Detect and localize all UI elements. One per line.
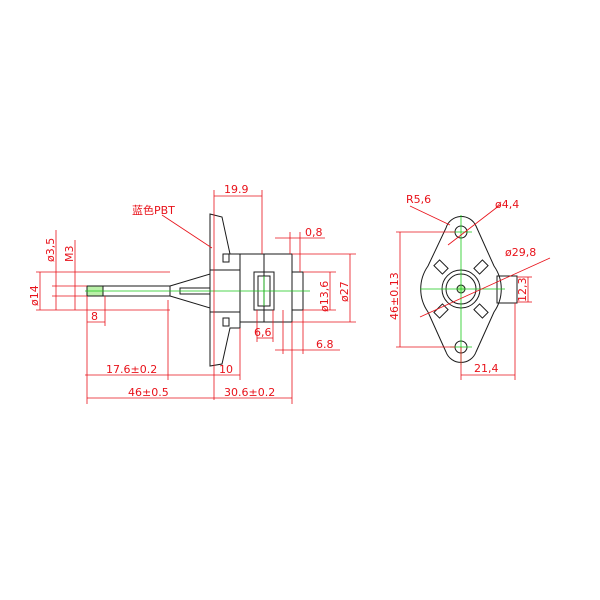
- dim-10: 10: [219, 363, 233, 376]
- dim-46-013: 46±0.13: [388, 272, 401, 320]
- dim-phi4-4: ø4,4: [495, 198, 519, 211]
- dim-phi3-5: ø3,5: [44, 238, 57, 262]
- front-view: 46±0.13 12,3 21,4 R5,6 ø4,4 ø29,8: [388, 193, 551, 380]
- dim-30-6: 30.6±0.2: [224, 386, 275, 399]
- flange-outline: [420, 216, 502, 363]
- dim-21-4: 21,4: [474, 362, 499, 375]
- side-view: 19.9 0,8 ø27 ø13,6 ø14 ø3,5 M3: [28, 183, 356, 404]
- connector: [496, 275, 518, 304]
- dim-19-9: 19.9: [224, 183, 249, 196]
- dim-6-6: 6,6: [254, 326, 272, 339]
- dim-phi27: ø27: [338, 281, 351, 302]
- dim-6-8: 6.8: [316, 338, 334, 351]
- dim-phi14: ø14: [28, 285, 41, 306]
- dim-46: 46±0.5: [128, 386, 169, 399]
- dim-r5-6: R5,6: [406, 193, 431, 206]
- dim-phi13-6: ø13,6: [318, 281, 331, 312]
- dim-12-3: 12,3: [516, 278, 529, 303]
- dim-17-6: 17.6±0.2: [106, 363, 157, 376]
- material-label: 蓝色PBT: [132, 203, 175, 217]
- dim-m3: M3: [63, 246, 76, 263]
- dim-8: 8: [91, 310, 98, 323]
- dimensions: 19.9 0,8 ø27 ø13,6 ø14 ø3,5 M3: [28, 183, 356, 404]
- material-leader: [161, 214, 213, 249]
- dim-0-8: 0,8: [305, 226, 323, 239]
- dim-phi29-8: ø29,8: [505, 246, 536, 259]
